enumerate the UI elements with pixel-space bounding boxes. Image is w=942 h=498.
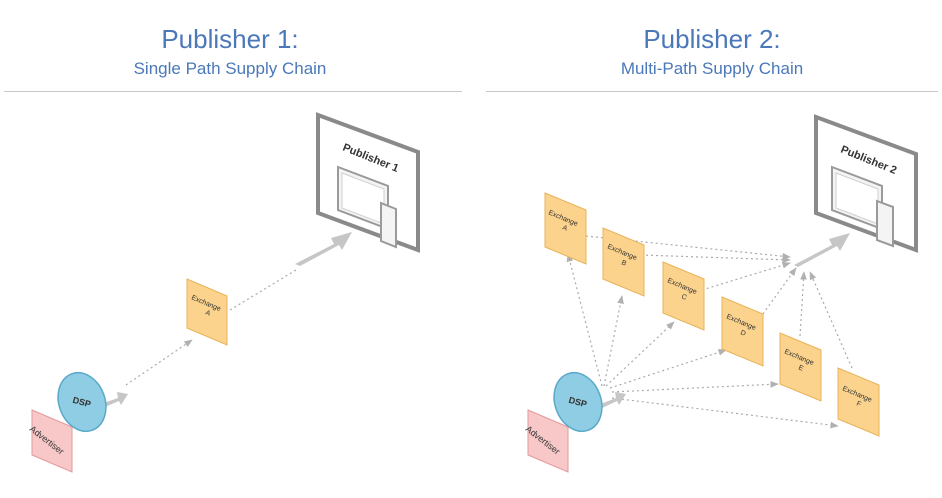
right-exchange-a-letter: A [561,224,568,232]
right-exchange-a: Exchange A [544,192,587,265]
left-dsp: DSP [57,371,107,433]
right-advertiser: Advertiser [524,409,569,473]
publisher-2-screen: Publisher 2 [814,114,918,253]
left-panel-title: Publisher 1: Single Path Supply Chain [0,24,460,80]
right-exchange-f: Exchange F [837,367,880,437]
right-diagram: Publisher 2 Exchange A [524,114,918,473]
left-divider [4,91,462,92]
left-title: Publisher 1: [161,24,299,54]
left-subtitle: Single Path Supply Chain [133,59,327,78]
right-exchange-e: Exchange E [779,332,822,402]
left-exchange-a-letter: A [204,309,211,317]
left-advertiser: Advertiser [28,409,73,473]
right-exchange-d: Exchange D [721,296,764,367]
right-exchange-c: Exchange C [662,261,705,331]
right-exchange-b: Exchange B [602,227,645,297]
left-exchange-a: Exchange A [186,278,228,346]
left-dsp-to-exchange-line [125,339,193,386]
right-exchange-b-letter: B [620,259,627,267]
right-panel-title: Publisher 2: Multi-Path Supply Chain [482,24,942,80]
left-dsp-label: DSP [72,395,92,409]
right-dsp-arrow [598,392,626,409]
right-title: Publisher 2: [643,24,781,54]
right-exchange-d-letter: D [739,329,746,337]
left-diagram: Publisher 1 Exchange A Advertiser DSP [28,112,420,473]
right-divider [486,91,938,92]
right-exchange-e-letter: E [797,364,804,372]
right-dsp-label: DSP [568,395,588,409]
right-subtitle: Multi-Path Supply Chain [620,59,804,78]
right-exchange-to-publisher-lines [585,235,853,369]
left-exchange-to-publisher-line [229,269,297,311]
right-dsp: DSP [553,371,603,433]
right-exchange-c-letter: C [680,293,687,301]
right-exchange-f-letter: F [855,400,862,408]
right-dsp-to-exchange-lines [566,253,839,429]
right-main-arrow [794,233,850,267]
left-main-arrow [295,232,352,266]
publisher-1-screen: Publisher 1 [316,112,420,253]
